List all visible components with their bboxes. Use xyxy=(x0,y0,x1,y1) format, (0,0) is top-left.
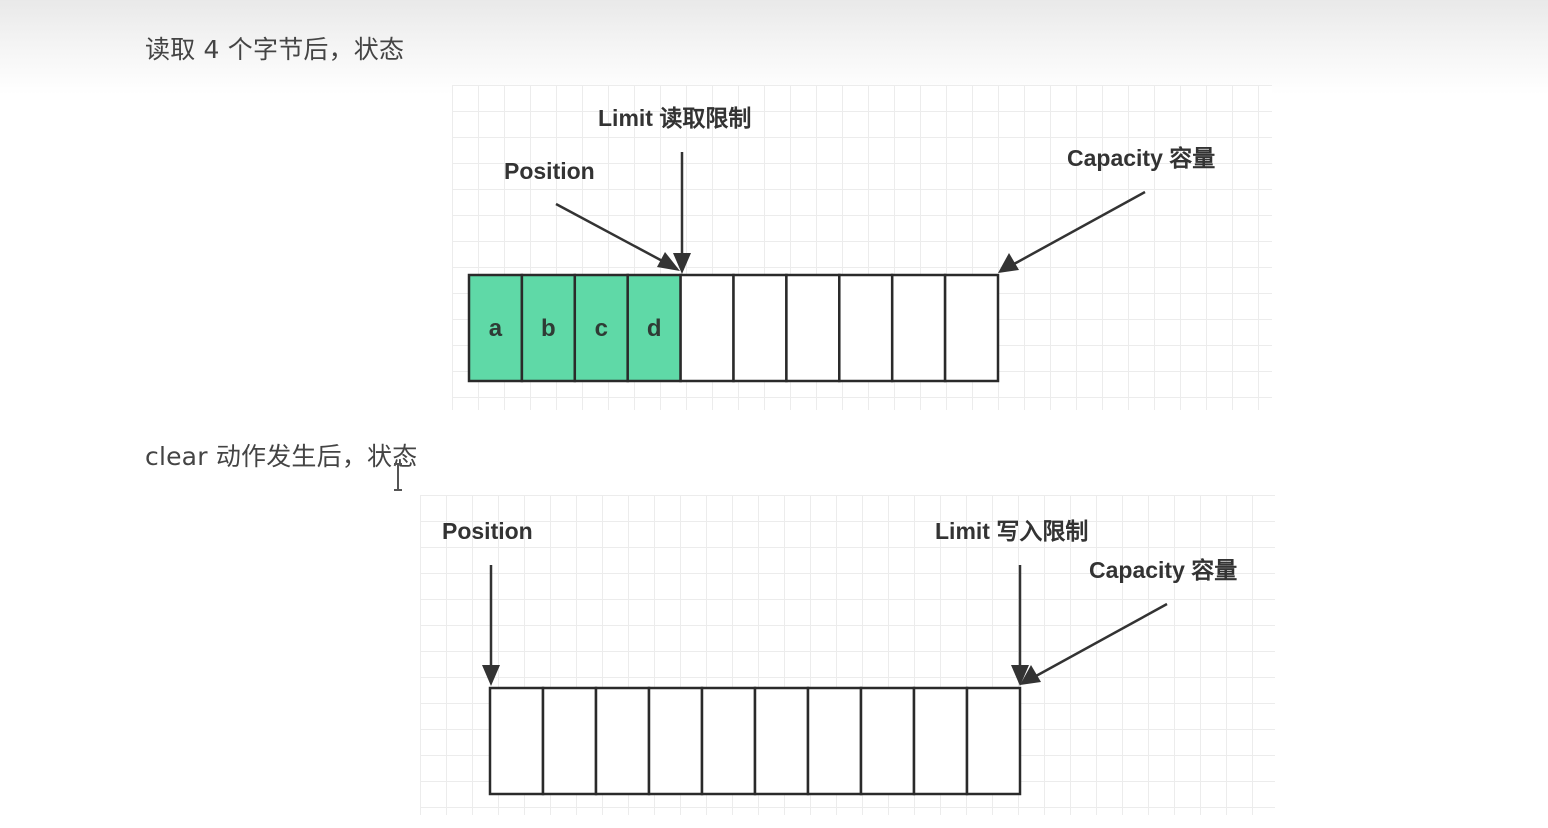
buffer-read-cell-value: a xyxy=(489,315,503,342)
limit-label-clear: Limit 写入限制 xyxy=(935,518,1088,544)
position-label-read: Position xyxy=(504,158,595,184)
buffer-read-cell-value: c xyxy=(595,315,608,342)
buffer-read-cell xyxy=(890,273,947,383)
buffer-read-cell: d xyxy=(626,273,682,383)
limit-label-read: Limit 读取限制 xyxy=(598,105,751,131)
buffer-clear-cell xyxy=(965,686,1022,796)
buffer-clear-cell xyxy=(753,686,810,796)
buffer-read-cell xyxy=(732,273,788,383)
limit-arrow-read xyxy=(673,152,691,274)
limit-arrow-clear xyxy=(1011,565,1029,686)
buffer-clear-cell xyxy=(806,686,863,796)
buffer-clear-cell xyxy=(647,686,704,796)
position-arrow-read xyxy=(555,202,680,271)
buffer-after-clear xyxy=(488,686,1022,796)
buffer-after-read: a b c d xyxy=(467,273,1000,383)
capacity-label-read: Capacity 容量 xyxy=(1067,145,1215,171)
buffer-clear-cell xyxy=(912,686,969,796)
capacity-label-clear: Capacity 容量 xyxy=(1089,557,1237,583)
buffer-read-cell-value: b xyxy=(541,315,556,342)
buffer-read-cell xyxy=(943,273,1000,383)
buffer-clear-cell xyxy=(859,686,916,796)
buffer-read-cell xyxy=(679,273,735,383)
buffer-read-cell-value: d xyxy=(647,315,662,342)
buffer-read-cell xyxy=(785,273,841,383)
header-shade xyxy=(0,0,1548,95)
buffer-clear-cell xyxy=(700,686,757,796)
buffer-read-cell: b xyxy=(520,273,577,383)
buffer-read-cell xyxy=(838,273,894,383)
buffer-read-cell: a xyxy=(467,273,524,383)
position-arrow-clear xyxy=(482,565,500,686)
buffer-clear-cell xyxy=(488,686,545,796)
buffer-clear-cell xyxy=(541,686,598,796)
buffer-clear-cell xyxy=(594,686,651,796)
caption-after-read: 读取 4 个字节后，状态 xyxy=(145,35,405,64)
capacity-arrow-clear xyxy=(1020,602,1168,685)
caption-after-clear: clear 动作发生后，状态 xyxy=(145,442,418,471)
capacity-arrow-read xyxy=(998,190,1146,273)
position-label-clear: Position xyxy=(442,518,533,544)
buffer-read-cell: c xyxy=(573,273,629,383)
text-cursor-icon xyxy=(394,463,402,491)
